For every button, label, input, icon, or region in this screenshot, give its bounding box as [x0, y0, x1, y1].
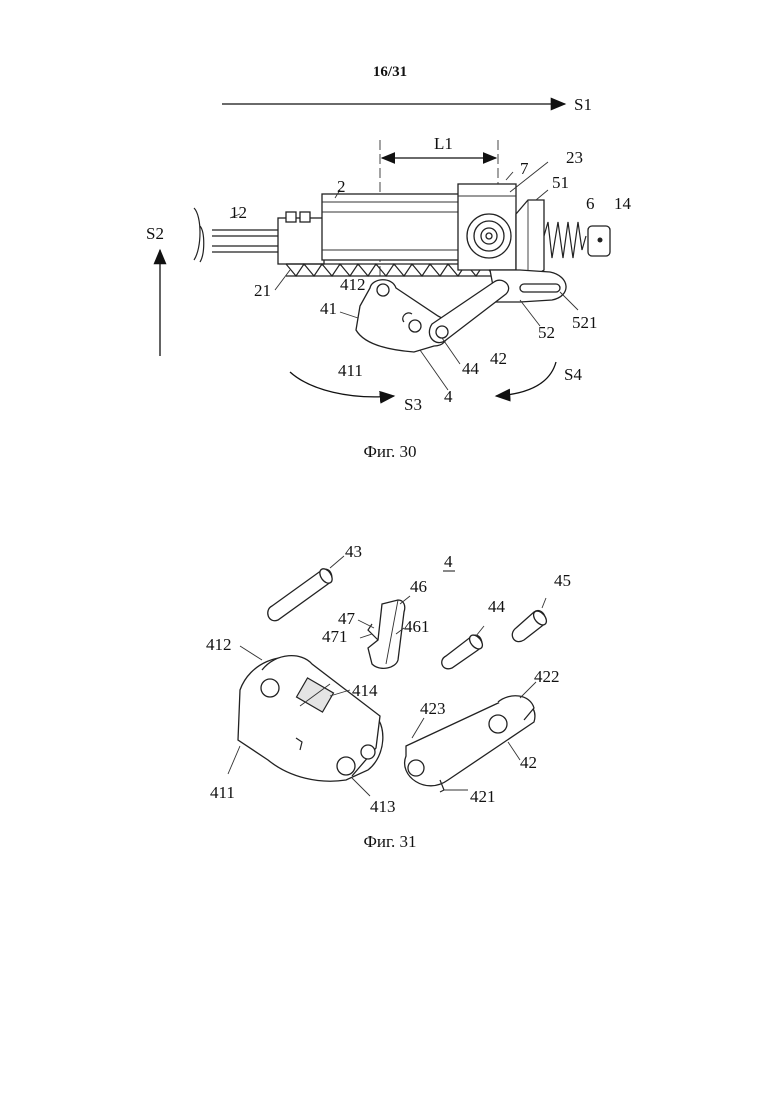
label-423: 423	[420, 699, 446, 718]
figure-31-caption: Фиг. 31	[0, 832, 780, 852]
label-412-fig31: 412	[206, 635, 232, 654]
pin-45	[512, 609, 549, 642]
label-42-fig31: 42	[520, 753, 537, 772]
label-43: 43	[345, 542, 362, 561]
pin-44	[442, 633, 485, 669]
label-4-fig31: 4	[444, 552, 453, 571]
clip-46	[368, 600, 405, 668]
label-46: 46	[410, 577, 427, 596]
label-47: 47	[338, 609, 356, 628]
label-44-fig31: 44	[488, 597, 506, 616]
pin-43	[268, 567, 335, 621]
figure-31-drawing: 43 4 46 47 471 461 44 45 412 414 4	[0, 0, 780, 860]
label-461: 461	[404, 617, 430, 636]
lever-41-exploded	[238, 656, 383, 782]
hole-412	[261, 679, 279, 697]
label-422: 422	[534, 667, 560, 686]
hole-423	[489, 715, 507, 733]
label-45: 45	[554, 571, 571, 590]
label-411-fig31: 411	[210, 783, 235, 802]
label-421: 421	[470, 787, 496, 806]
label-413: 413	[370, 797, 396, 816]
hole-413	[337, 757, 355, 775]
label-414: 414	[352, 681, 378, 700]
label-471: 471	[322, 627, 348, 646]
